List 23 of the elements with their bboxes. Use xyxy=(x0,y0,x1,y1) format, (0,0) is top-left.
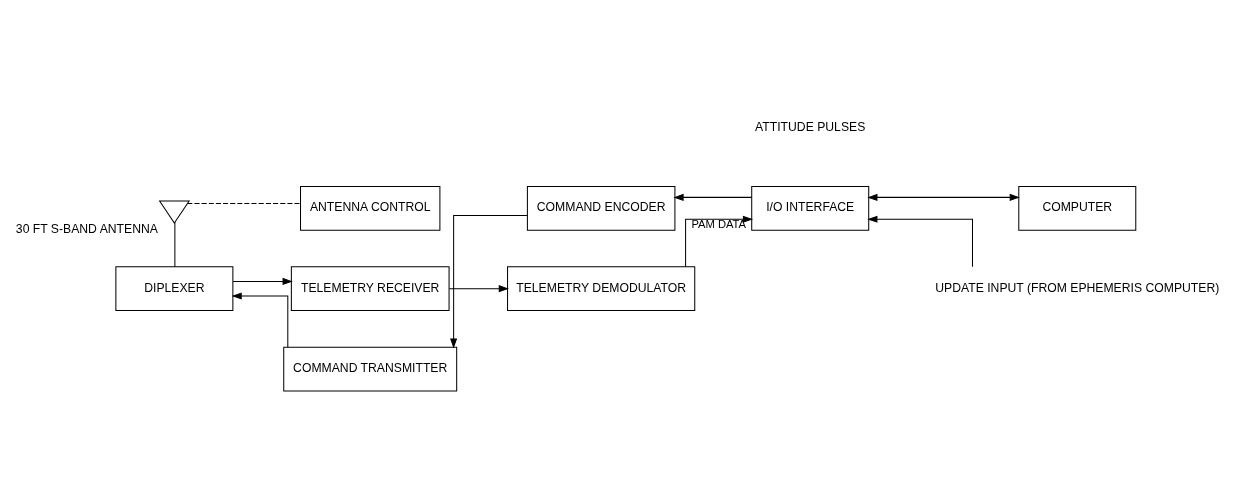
node-box: ANTENNA CONTROL xyxy=(300,185,441,231)
arrow xyxy=(232,277,293,285)
node-triangle xyxy=(158,199,191,224)
arrow xyxy=(231,291,289,348)
edge-label: PAM DATA xyxy=(691,217,747,230)
connector xyxy=(187,202,301,204)
node-label: 30 FT S-BAND ANTENNA xyxy=(15,221,158,236)
arrow xyxy=(685,215,754,267)
node-box: COMPUTER xyxy=(1018,185,1137,231)
node-box: DIPLEXER xyxy=(115,265,234,311)
node-box: COMMAND TRANSMITTER xyxy=(283,346,458,391)
node-box: COMMAND ENCODER xyxy=(526,185,676,231)
arrow xyxy=(448,284,509,292)
node-text: UPDATE INPUT (FROM EPHEMERIS COMPUTER) xyxy=(935,280,1220,295)
arrow xyxy=(450,214,528,349)
connector xyxy=(174,221,176,267)
node-box: TELEMETRY DEMODULATOR xyxy=(507,265,696,311)
arrow xyxy=(867,193,1020,201)
label: ATTITUDE PULSES xyxy=(755,119,866,134)
node-box: TELEMETRY RECEIVER xyxy=(290,265,450,311)
arrow xyxy=(673,193,753,201)
arrow xyxy=(867,215,973,267)
node-box: I/O INTERFACE xyxy=(751,185,870,231)
